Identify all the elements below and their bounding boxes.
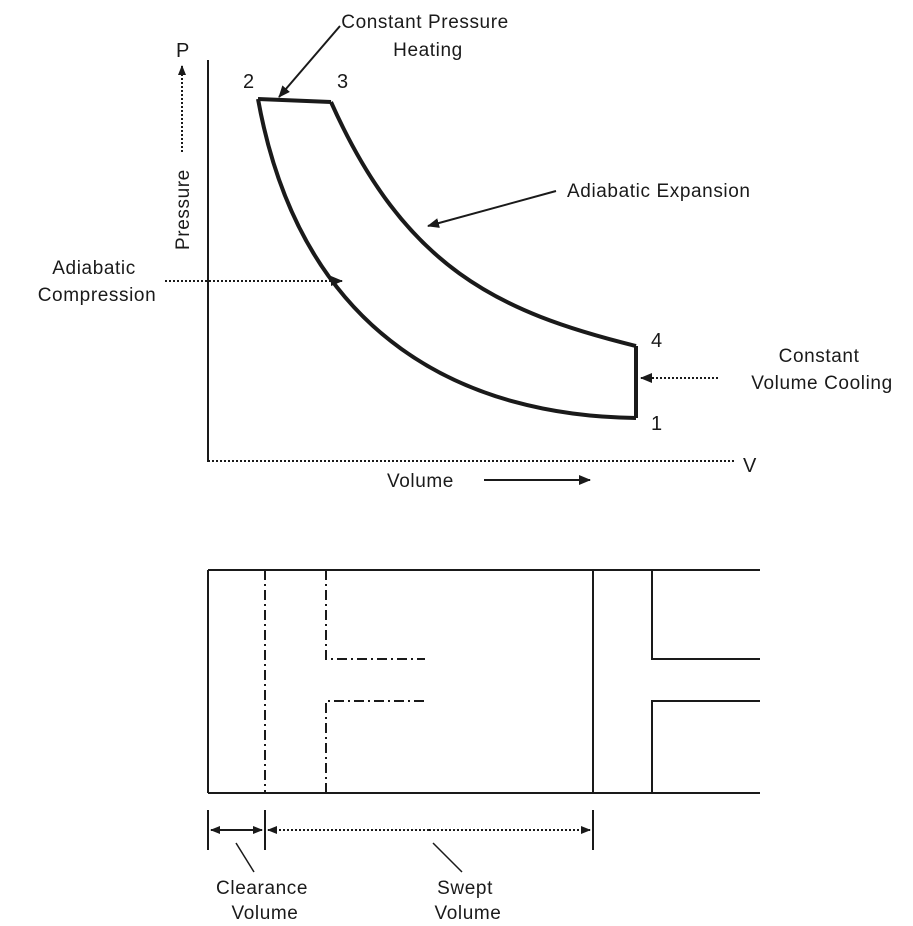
cycle-process-adiabatic-compression xyxy=(256,98,637,420)
piston-bdc-outline xyxy=(651,570,760,793)
state-point-3: 3 xyxy=(337,71,348,93)
cycle-process-adiabatic-expansion xyxy=(329,101,637,348)
adiabatic-expansion-label: Adiabatic Expansion xyxy=(567,181,751,202)
adiabatic-expansion-arrow xyxy=(427,190,557,228)
clearance-line-2: Volume xyxy=(232,903,299,924)
state-point-2: 2 xyxy=(243,71,254,93)
constant-pressure-line-2: Heating xyxy=(393,40,463,61)
state-point-1: 1 xyxy=(651,413,662,435)
adiabatic-compression-label: Adiabatic Compression xyxy=(38,258,157,306)
adiabatic-compression-line-1: Adiabatic xyxy=(52,258,136,279)
piston-tdc-outline xyxy=(325,570,425,793)
cylinder-diagram: Clearance Volume Swept Volume xyxy=(207,569,760,924)
pressure-axis-label: Pressure xyxy=(173,169,194,250)
constant-pressure-heating-label: Constant Pressure Heating xyxy=(341,12,514,61)
pv-diagram: P V Pressure Volume 2 3 4 1 Constant Pre… xyxy=(38,12,892,492)
adiabatic-compression-line-2: Compression xyxy=(38,285,157,306)
cycle-process-constant-pressure xyxy=(257,97,332,104)
clearance-line-1: Clearance xyxy=(216,878,308,899)
state-point-4: 4 xyxy=(651,330,662,352)
constant-volume-line-2: Volume Cooling xyxy=(751,373,892,394)
swept-line-1: Swept xyxy=(437,878,493,899)
constant-volume-cooling-label: Constant Volume Cooling xyxy=(751,346,892,394)
volume-axis-label: Volume xyxy=(387,471,454,492)
y-axis-letter: P xyxy=(176,40,189,62)
constant-pressure-line-1: Constant Pressure xyxy=(341,12,509,33)
x-axis-letter: V xyxy=(743,455,757,477)
swept-line-2: Volume xyxy=(435,903,502,924)
constant-pressure-arrow xyxy=(278,25,341,98)
swept-leader xyxy=(432,842,463,873)
clearance-leader xyxy=(235,842,255,873)
clearance-volume-label: Clearance Volume xyxy=(216,878,314,924)
swept-volume-label: Swept Volume xyxy=(435,878,502,924)
constant-volume-line-1: Constant xyxy=(779,346,860,367)
